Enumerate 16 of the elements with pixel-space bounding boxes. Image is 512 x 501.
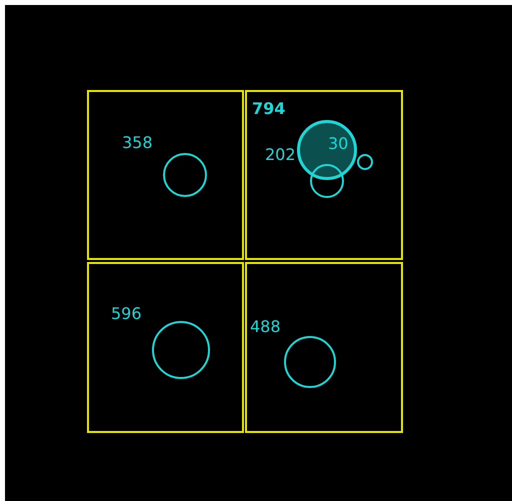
number-label: 488: [250, 319, 281, 335]
quadrant-box: [87, 90, 244, 260]
number-label: 202: [265, 147, 296, 163]
quadrant-box: [245, 262, 403, 433]
number-label: 596: [111, 306, 142, 322]
circle-outline: [152, 321, 210, 379]
circle-outline: [163, 153, 207, 197]
filled-circle: [297, 120, 357, 180]
circle-outline: [310, 164, 344, 198]
circle-outline: [357, 154, 373, 170]
number-label: 358: [122, 135, 153, 151]
quadrant-box: [245, 90, 403, 260]
number-label: 30: [328, 136, 348, 152]
heading-number: 794: [252, 101, 286, 117]
circle-outline: [284, 336, 336, 388]
quadrant-box: [87, 262, 244, 433]
